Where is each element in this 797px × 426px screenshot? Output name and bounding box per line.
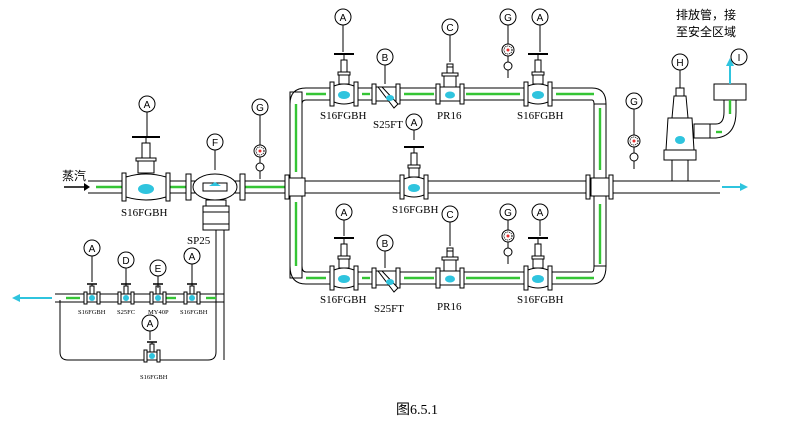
bottom-strainer-label: S25FT — [374, 303, 404, 315]
marker-h: H — [671, 53, 689, 88]
trap-v2-label: S16FGBH — [180, 309, 208, 316]
bottom-reducer-label: PR16 — [437, 301, 462, 313]
separator-sp25 — [185, 173, 246, 231]
inlet-flow-arrow — [64, 183, 90, 191]
marker-c-bottom: C — [441, 205, 459, 246]
svg-text:D: D — [122, 256, 129, 267]
bottom-right-valve-label: S16FGBH — [517, 294, 564, 306]
marker-b-bottom: B — [376, 234, 394, 268]
exhaust-label-line2: 至安全区域 — [676, 24, 736, 39]
main-inlet-valve-label: S16FGBH — [121, 207, 168, 219]
outlet-pressure-gauge — [627, 134, 641, 170]
svg-text:I: I — [738, 53, 741, 64]
marker-f: F — [206, 133, 224, 170]
bypass-valve-label: S16FGBH — [392, 204, 439, 216]
bottom-pressure-gauge — [501, 229, 515, 265]
marker-a-trap-1: A — [83, 239, 101, 282]
trap-bypass-label: S16FGBH — [140, 374, 168, 381]
svg-text:A: A — [537, 208, 544, 219]
marker-a-main: A — [138, 95, 156, 137]
marker-e: E — [149, 259, 167, 288]
svg-text:G: G — [630, 97, 638, 108]
svg-text:G: G — [256, 103, 264, 114]
top-reducer-label: PR16 — [437, 110, 462, 122]
marker-g-top: G — [499, 8, 517, 44]
bypass-valve — [399, 146, 429, 200]
right-header-pipe — [585, 103, 614, 267]
marker-c-top: C — [441, 18, 459, 62]
top-pressure-reducer — [435, 63, 465, 105]
trap-strainer-label: S25FC — [117, 309, 135, 316]
exhaust-label-line1: 排放管，接 — [676, 7, 736, 22]
marker-i: I — [730, 48, 748, 66]
trap-strainer — [117, 283, 135, 305]
svg-text:A: A — [89, 244, 96, 255]
marker-a-top-right: A — [531, 8, 549, 52]
bottom-strainer — [371, 267, 401, 293]
exhaust-pipe — [710, 58, 747, 139]
top-right-valve-label: S16FGBH — [517, 110, 564, 122]
middle-bypass-pipe — [305, 180, 588, 194]
svg-text:F: F — [212, 138, 218, 149]
svg-text:A: A — [144, 100, 151, 111]
svg-text:B: B — [382, 53, 389, 64]
safety-valve — [663, 87, 711, 182]
inlet-label: 蒸汽 — [62, 168, 86, 183]
marker-a-top-mid: A — [405, 113, 423, 140]
top-strainer-label: S25FT — [373, 119, 403, 131]
figure-caption: 图6.5.1 — [396, 403, 438, 418]
svg-text:H: H — [676, 58, 683, 69]
trap-v1-label: S16FGBH — [78, 309, 106, 316]
svg-text:G: G — [504, 13, 512, 24]
main-inlet-valve — [121, 136, 171, 202]
inlet-pressure-gauge — [253, 144, 267, 180]
svg-text:A: A — [189, 252, 196, 263]
bottom-left-valve — [329, 237, 359, 291]
svg-text:A: A — [411, 118, 418, 129]
svg-text:A: A — [341, 208, 348, 219]
bottom-right-valve — [523, 237, 553, 291]
marker-a-trap-bypass: A — [141, 314, 159, 340]
trap-bypass-valve — [143, 341, 161, 363]
trap-isolation-valve-1 — [83, 283, 101, 305]
marker-g-bottom: G — [499, 203, 517, 230]
svg-text:E: E — [155, 264, 162, 275]
svg-text:B: B — [382, 239, 389, 250]
marker-a-top-left: A — [334, 8, 352, 52]
marker-g-inlet: G — [251, 98, 269, 145]
top-left-valve-label: S16FGBH — [320, 110, 367, 122]
svg-text:A: A — [147, 319, 154, 330]
marker-a-trap-2: A — [183, 247, 201, 284]
separator-label: SP25 — [187, 235, 211, 247]
top-strainer — [371, 83, 401, 109]
marker-d: D — [117, 251, 135, 286]
top-left-valve — [329, 53, 359, 107]
trap-isolation-valve-2 — [183, 283, 201, 305]
trap-label: MY40P — [148, 309, 169, 316]
outlet-pipe — [613, 180, 748, 194]
marker-a-bottom-right: A — [531, 203, 549, 236]
marker-g-outlet: G — [625, 92, 643, 135]
left-header-pipe — [284, 91, 306, 279]
top-right-valve — [523, 53, 553, 107]
svg-text:G: G — [504, 208, 512, 219]
marker-b-top: B — [376, 48, 394, 84]
bottom-pressure-reducer — [435, 247, 465, 289]
svg-text:A: A — [537, 13, 544, 24]
svg-text:C: C — [446, 210, 453, 221]
top-pressure-gauge — [501, 43, 515, 79]
svg-text:C: C — [446, 23, 453, 34]
marker-a-bottom-left: A — [335, 203, 353, 236]
svg-text:A: A — [340, 13, 347, 24]
bottom-left-valve-label: S16FGBH — [320, 294, 367, 306]
